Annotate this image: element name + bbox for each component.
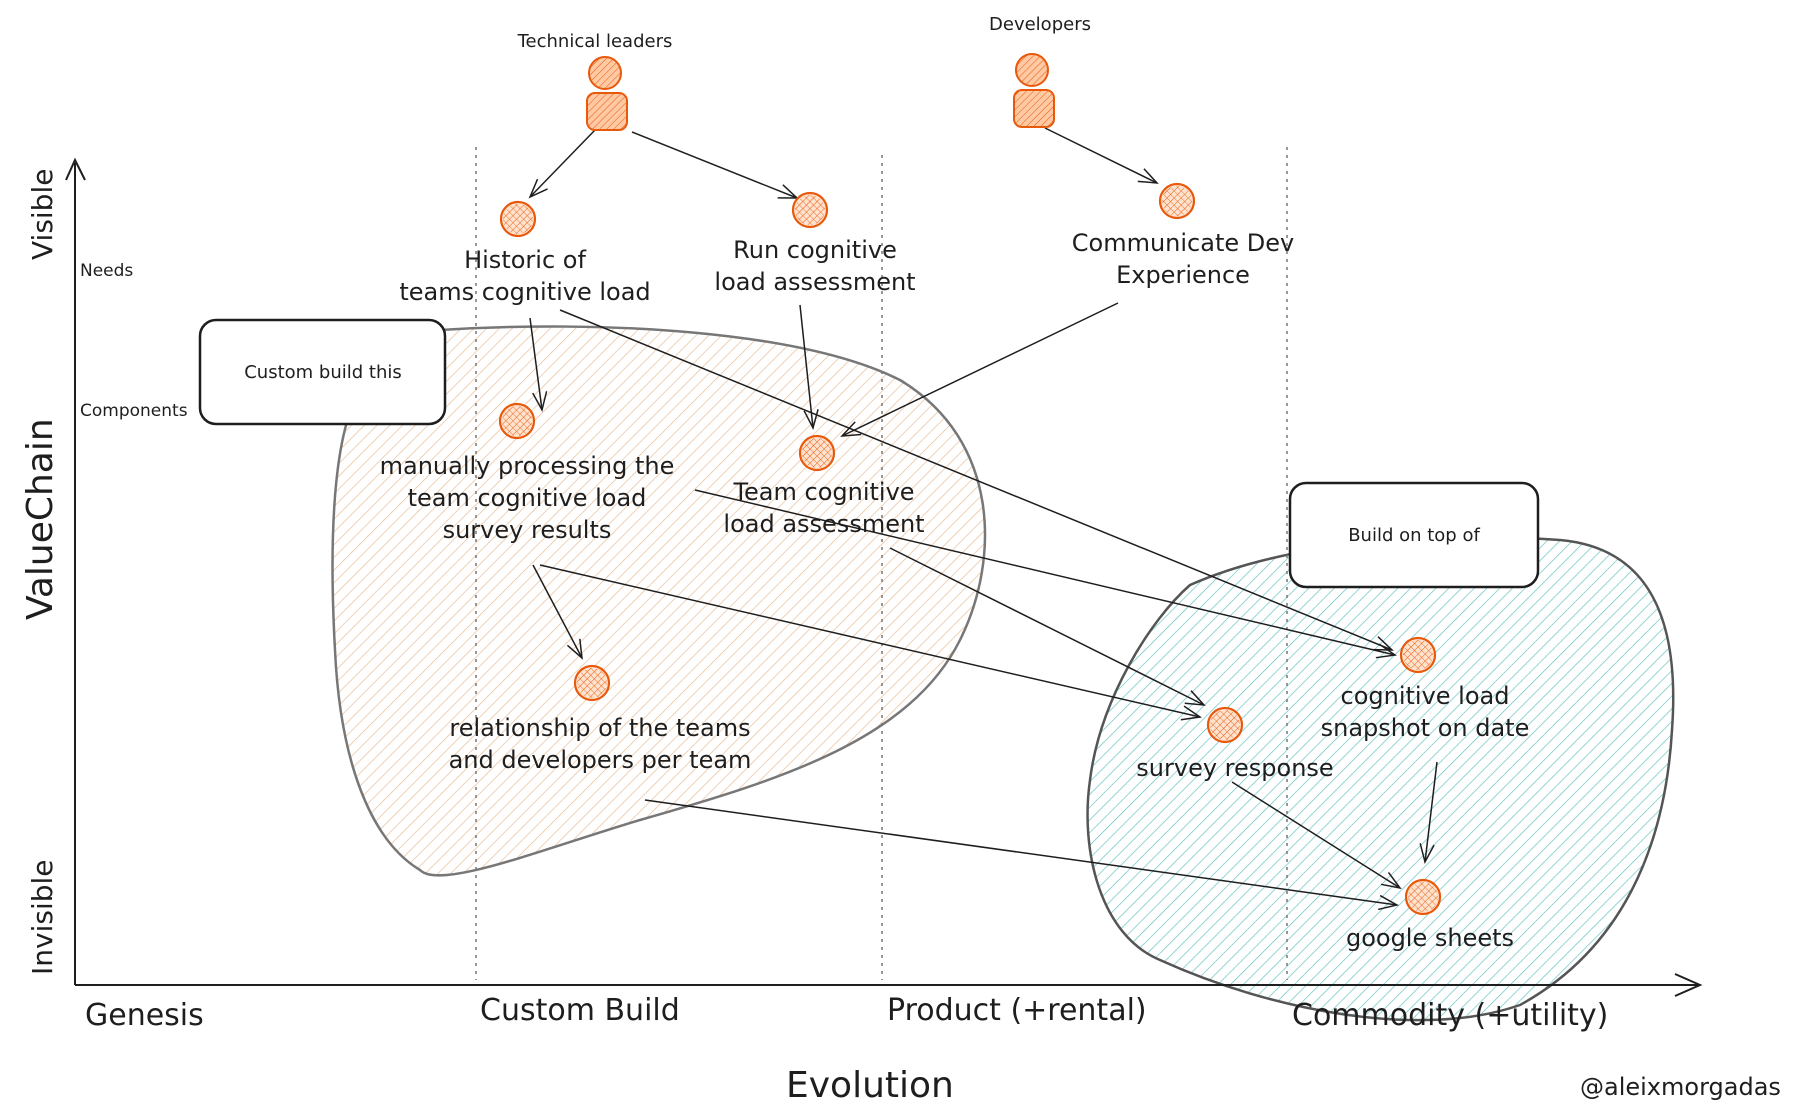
author-handle: @aleixmorgadas <box>1580 1073 1781 1101</box>
label-relationship-2: and developers per team <box>449 746 752 774</box>
label-run-assessment-1: Run cognitive <box>733 236 897 264</box>
node-manual-processing[interactable] <box>498 402 536 440</box>
developers-user[interactable] <box>1013 53 1055 128</box>
node-team-assessment[interactable] <box>798 434 836 472</box>
needs-label: Needs <box>80 261 133 281</box>
label-communicate-2: Experience <box>1116 261 1250 289</box>
x-axis-title: Evolution <box>786 1065 954 1106</box>
y-bottom-label: Invisible <box>26 860 59 976</box>
label-manual-2: team cognitive load <box>408 484 647 512</box>
node-survey-response[interactable] <box>1206 706 1244 744</box>
stage-commodity: Commodity (+utility) <box>1292 998 1608 1033</box>
label-run-assessment-2: load assessment <box>714 268 915 296</box>
y-top-label: Visible <box>26 169 59 260</box>
stage-product: Product (+rental) <box>887 993 1147 1028</box>
label-team-assessment-1: Team cognitive <box>732 478 914 506</box>
label-manual-3: survey results <box>443 516 612 544</box>
stage-genesis: Genesis <box>85 998 204 1033</box>
node-communicate[interactable] <box>1158 182 1196 220</box>
label-historic-2: teams cognitive load <box>399 278 650 306</box>
y-axis-title: ValueChain <box>20 418 61 620</box>
custom-build-note-text: Custom build this <box>244 362 402 383</box>
technical-leaders-label: Technical leaders <box>517 31 673 52</box>
x-axis-arrowhead <box>1674 973 1703 997</box>
label-survey-response: survey response <box>1136 754 1333 782</box>
label-manual-1: manually processing the <box>380 452 675 480</box>
node-snapshot[interactable] <box>1399 636 1437 674</box>
label-communicate-1: Communicate Dev <box>1072 229 1294 257</box>
label-team-assessment-2: load assessment <box>723 510 924 538</box>
custom-build-note[interactable] <box>198 318 447 426</box>
node-run-assessment[interactable] <box>791 191 829 229</box>
developers-label: Developers <box>989 14 1091 35</box>
y-axis-arrowhead <box>65 157 86 181</box>
label-google-sheets: google sheets <box>1346 924 1514 952</box>
label-snapshot-1: cognitive load <box>1341 682 1510 710</box>
stage-custom-build: Custom Build <box>480 993 680 1028</box>
dependency-edges <box>530 127 1438 905</box>
node-relationship[interactable] <box>573 664 611 702</box>
label-snapshot-2: snapshot on date <box>1321 714 1530 742</box>
technical-leaders-user[interactable] <box>586 56 628 131</box>
build-on-top-note[interactable] <box>1288 481 1540 589</box>
node-historic[interactable] <box>499 200 537 238</box>
label-historic-1: Historic of <box>464 246 586 274</box>
components-label: Components <box>80 401 188 421</box>
build-on-top-note-text: Build on top of <box>1348 525 1480 546</box>
label-relationship-1: relationship of the teams <box>449 714 750 742</box>
node-google-sheets[interactable] <box>1404 878 1442 916</box>
